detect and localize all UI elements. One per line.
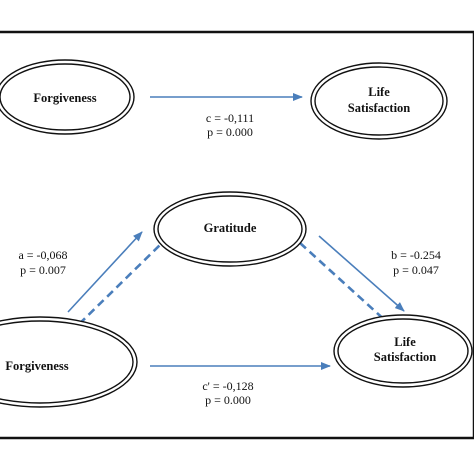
node-forgiveness-b: Forgiveness	[0, 316, 138, 408]
edge-b-arrow	[318, 235, 405, 312]
edge-a-dashed-path	[69, 242, 163, 334]
node-label-forgiveness: Forgiveness	[33, 91, 96, 105]
node-gratitude: Gratitude	[153, 191, 307, 267]
node-label-life: Life	[368, 85, 390, 99]
edge-label-a-p: p = 0.007	[20, 263, 66, 277]
node-label-gratitude: Gratitude	[204, 221, 257, 235]
node-life-satisfaction-a: Life Satisfaction	[310, 62, 448, 140]
edge-label-c-p: p = 0.000	[207, 125, 253, 139]
edge-a-arrow	[67, 231, 143, 313]
panel-b: Gratitude Forgiveness Life Satisfaction …	[0, 191, 473, 408]
node-label-life-b: Life	[394, 335, 416, 349]
node-label-forgiveness-b: Forgiveness	[5, 359, 68, 373]
edge-label-b-p: p = 0.047	[393, 263, 439, 277]
edge-b-dashed-path	[299, 242, 389, 324]
panel-a: Forgiveness Life Satisfaction c = -0,111…	[0, 59, 448, 140]
node-life-satisfaction-b: Life Satisfaction	[333, 314, 473, 388]
edge-label-cprime-value: c' = -0,128	[202, 379, 253, 393]
edge-label-a-value: a = -0,068	[18, 248, 67, 262]
node-label-satisfaction: Satisfaction	[348, 101, 411, 115]
edge-label-c-value: c = -0,111	[206, 111, 254, 125]
diagram-frame	[0, 30, 474, 440]
node-forgiveness-a: Forgiveness	[0, 59, 135, 135]
node-label-satisfaction-b: Satisfaction	[374, 350, 437, 364]
edge-label-cprime-p: p = 0.000	[205, 393, 251, 407]
edge-label-b-value: b = -0.254	[391, 248, 441, 262]
